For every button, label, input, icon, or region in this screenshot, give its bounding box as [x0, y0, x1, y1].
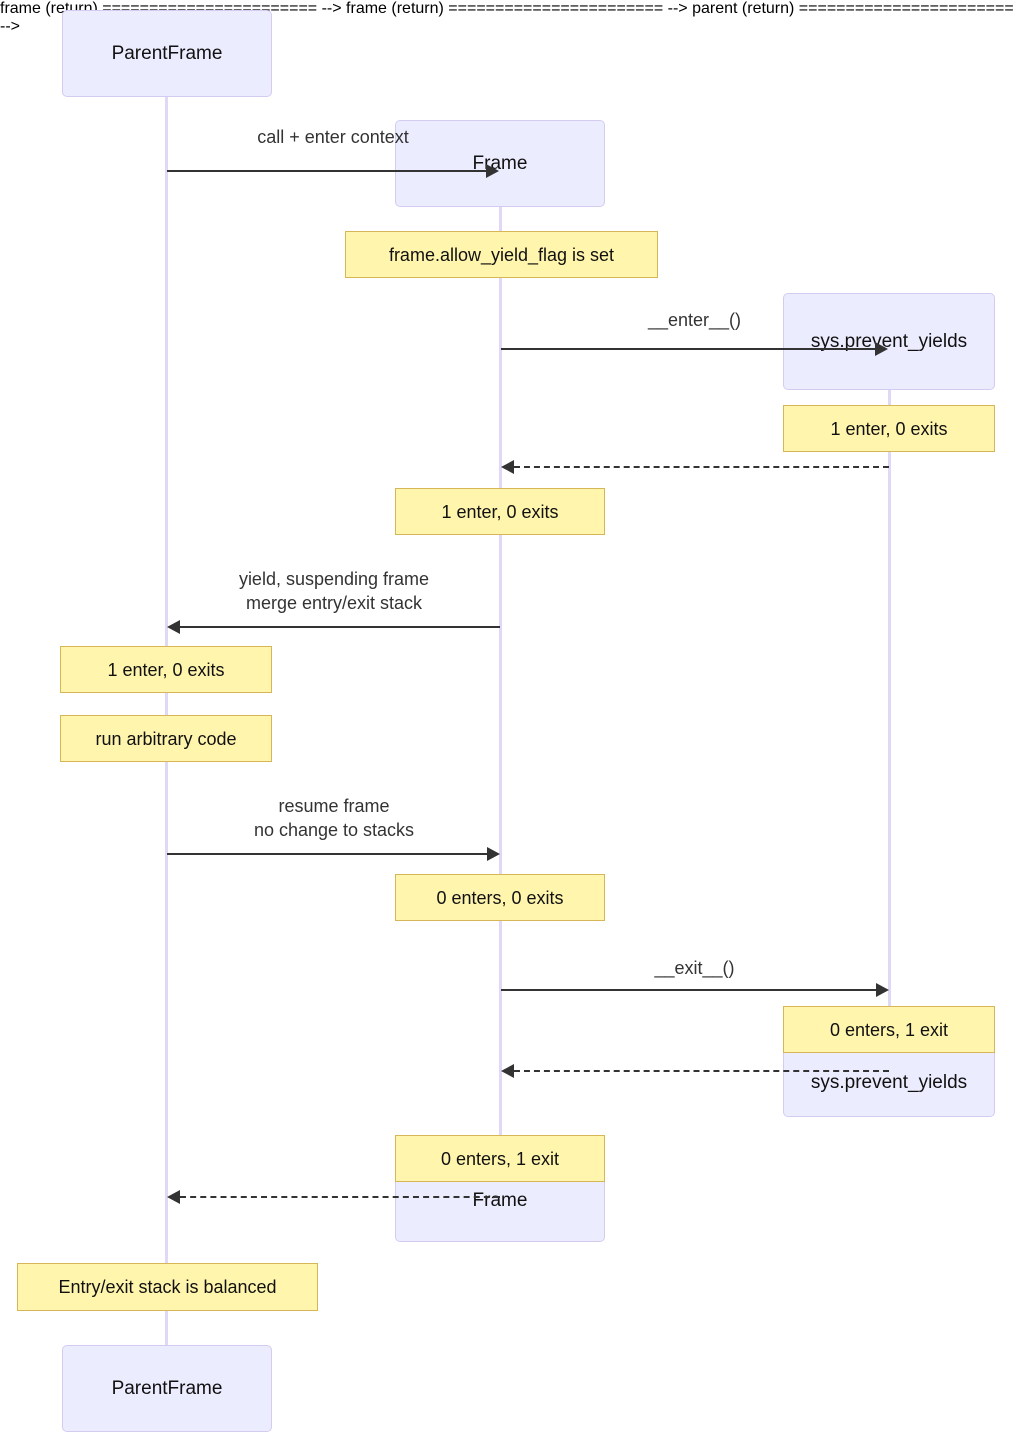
actor-label: sys.prevent_yields — [810, 331, 968, 352]
note-label: 1 enter, 0 exits — [107, 659, 225, 680]
lifeline-frame — [499, 207, 502, 1190]
note-label: 1 enter, 0 exits — [830, 418, 948, 439]
message-label-exit: __exit__() — [654, 958, 735, 978]
note-frame-0-enters-1-exit: 0 enters, 1 exit — [395, 1135, 605, 1182]
note-label: frame.allow_yield_flag is set — [388, 244, 615, 265]
lifeline-sys-prevent-yields — [888, 390, 891, 1117]
message-arrow-yield-suspending-frame — [167, 620, 500, 634]
actor-sys-prevent-yields-top[interactable]: sys.prevent_yields — [783, 293, 995, 390]
note-parentframe-1-enter-0-exits: 1 enter, 0 exits — [60, 646, 272, 693]
note-label: Entry/exit stack is balanced — [58, 1277, 277, 1297]
note-frame-1-enter-0-exits: 1 enter, 0 exits — [395, 488, 605, 535]
note-label: 0 enters, 0 exits — [436, 887, 564, 908]
note-frame-0-enters-0-exits: 0 enters, 0 exits — [395, 874, 605, 921]
message-label-enter: __enter__() — [647, 310, 742, 330]
message-label-resume-frame: resume frame no change to stacks — [253, 796, 415, 840]
message-arrow-enter — [501, 342, 888, 356]
actor-label: Frame — [472, 1190, 528, 1211]
actor-label: ParentFrame — [111, 1378, 223, 1399]
actor-frame-top[interactable]: Frame — [395, 120, 605, 207]
note-label: 0 enters, 1 exit — [440, 1148, 560, 1169]
message-arrow-return-from-frame — [167, 1190, 500, 1204]
message-arrow-resume-frame — [167, 847, 500, 861]
actor-label: ParentFrame — [111, 43, 223, 64]
note-label: 0 enters, 1 exit — [829, 1019, 949, 1040]
actor-parentframe-bottom[interactable]: ParentFrame — [62, 1345, 272, 1432]
message-arrow-return-from-prevent-yields-exit — [501, 1064, 889, 1078]
note-label: run arbitrary code — [95, 728, 237, 749]
message-arrow-return-from-prevent-yields-enter — [501, 460, 889, 474]
note-parentframe-run-arbitrary-code: run arbitrary code — [60, 715, 272, 762]
note-frame-allow-yield-flag: frame.allow_yield_flag is set — [345, 231, 658, 278]
note-label: 1 enter, 0 exits — [441, 501, 559, 522]
actor-parentframe-top[interactable]: ParentFrame — [62, 10, 272, 97]
message-arrow-exit — [501, 983, 889, 997]
note-prevent-yields-1-enter-0-exits: 1 enter, 0 exits — [783, 405, 995, 452]
actor-label: sys.prevent_yields — [810, 1072, 968, 1093]
note-parentframe-entry-exit-stack-balanced: Entry/exit stack is balanced — [17, 1263, 318, 1311]
note-prevent-yields-0-enters-1-exit: 0 enters, 1 exit — [783, 1006, 995, 1053]
message-arrow-call-enter-context — [167, 164, 499, 178]
message-label-call-enter-context: call + enter context — [257, 127, 409, 147]
message-label-yield-suspending-frame: yield, suspending frame merge entry/exit… — [238, 569, 430, 613]
